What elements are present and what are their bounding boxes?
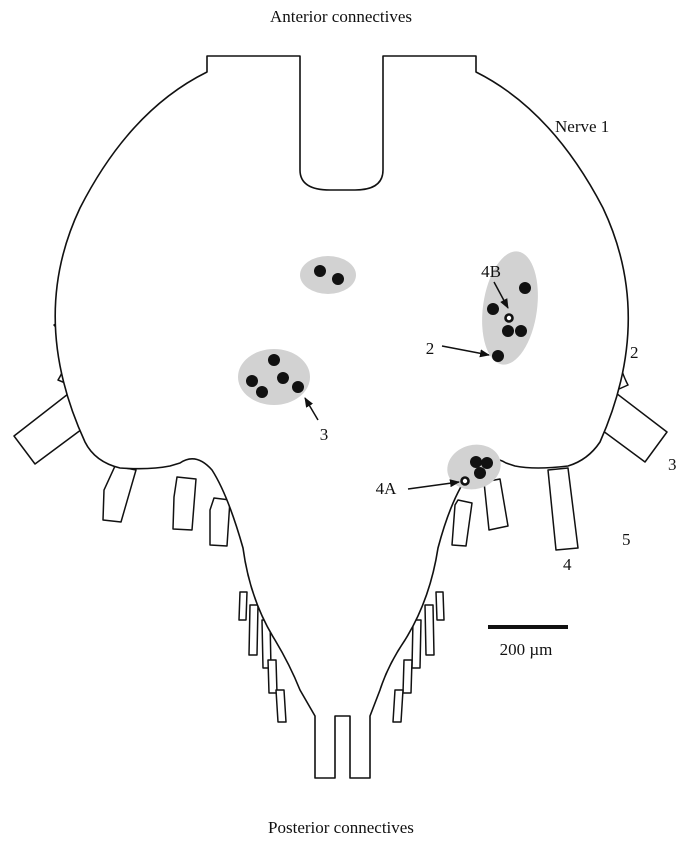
- cluster-left-3: [238, 349, 310, 405]
- label-nerve-4: 4: [563, 555, 572, 574]
- posterior-nerve-l2: [249, 605, 258, 655]
- label-nerve-3: 3: [668, 455, 677, 474]
- label-cell-4a: 4A: [376, 479, 398, 498]
- posterior-nerve-r1: [436, 592, 444, 620]
- cell-4b-marker: [506, 315, 513, 322]
- posterior-nerve-l4: [268, 660, 277, 693]
- left-nerve-4: [103, 466, 136, 522]
- label-cell-3: 3: [320, 425, 329, 444]
- posterior-nerve-l5: [276, 690, 286, 722]
- label-nerve-1: Nerve 1: [555, 117, 609, 136]
- right-nerve-5: [484, 479, 508, 530]
- label-cell-2: 2: [426, 339, 435, 358]
- posterior-nerve-r3: [412, 620, 421, 668]
- title-anterior: Anterior connectives: [270, 7, 412, 26]
- cell-4a-marker: [462, 478, 469, 485]
- posterior-nerve-r2: [425, 605, 434, 655]
- scale-bar-label: 200 µm: [500, 640, 553, 659]
- label-cell-4b: 4B: [481, 262, 501, 281]
- left-nerve-6: [210, 498, 230, 546]
- posterior-nerve-r4: [403, 660, 412, 693]
- left-nerve-5: [173, 477, 196, 530]
- ganglion-outline: [55, 56, 628, 778]
- posterior-nerve-l1: [239, 592, 247, 620]
- posterior-nerve-r5: [393, 690, 403, 722]
- label-nerve-2: 2: [630, 343, 639, 362]
- title-posterior: Posterior connectives: [268, 818, 414, 837]
- label-nerve-5: 5: [622, 530, 631, 549]
- right-nerve-6: [452, 500, 472, 546]
- cluster-top-center: [300, 256, 356, 294]
- right-nerve-4: [548, 468, 578, 550]
